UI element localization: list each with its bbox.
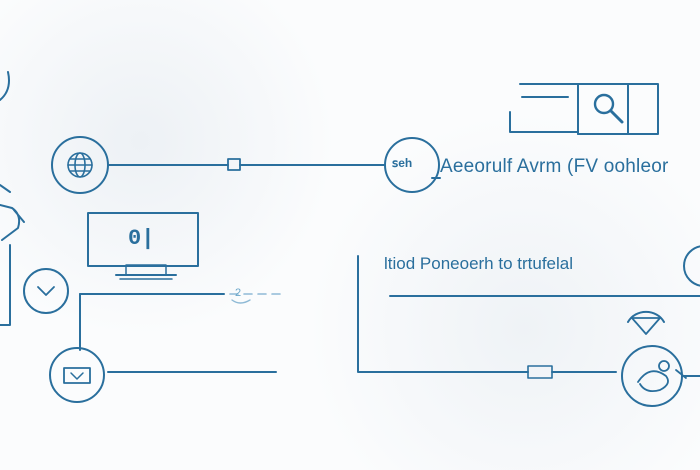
- globe-node[interactable]: [51, 136, 109, 194]
- header-text: Aeeorulf Avrm (FV oohleor: [440, 156, 669, 177]
- section-text: ltiod Poneoerh to trtufelal: [384, 254, 574, 273]
- connector-plug: [227, 158, 241, 171]
- header-node[interactable]: [384, 137, 440, 193]
- right-connector-end: [527, 365, 553, 379]
- monitor-label: 0|: [128, 226, 155, 251]
- node-label: ꜱeh: [392, 156, 413, 170]
- right-bracket-main: [357, 255, 529, 373]
- shield-node[interactable]: [23, 268, 69, 314]
- monitor-icon[interactable]: [87, 212, 199, 280]
- search-window-icon[interactable]: [509, 83, 659, 135]
- small-arc: [231, 299, 251, 304]
- tool-node[interactable]: [627, 310, 665, 335]
- user-node[interactable]: [621, 345, 687, 407]
- user-icon: [637, 360, 687, 393]
- globe-icon: [67, 152, 93, 178]
- shield-icon: [37, 286, 55, 296]
- email-node[interactable]: [49, 347, 105, 403]
- small-label: 2: [235, 287, 242, 299]
- email-icon: [63, 367, 91, 384]
- tool-icon: [631, 317, 661, 335]
- edge-arc-top: [0, 71, 10, 101]
- edge-bracket: [0, 244, 11, 326]
- edge-person-fragment: [0, 184, 25, 241]
- right-edge-node[interactable]: [683, 245, 700, 287]
